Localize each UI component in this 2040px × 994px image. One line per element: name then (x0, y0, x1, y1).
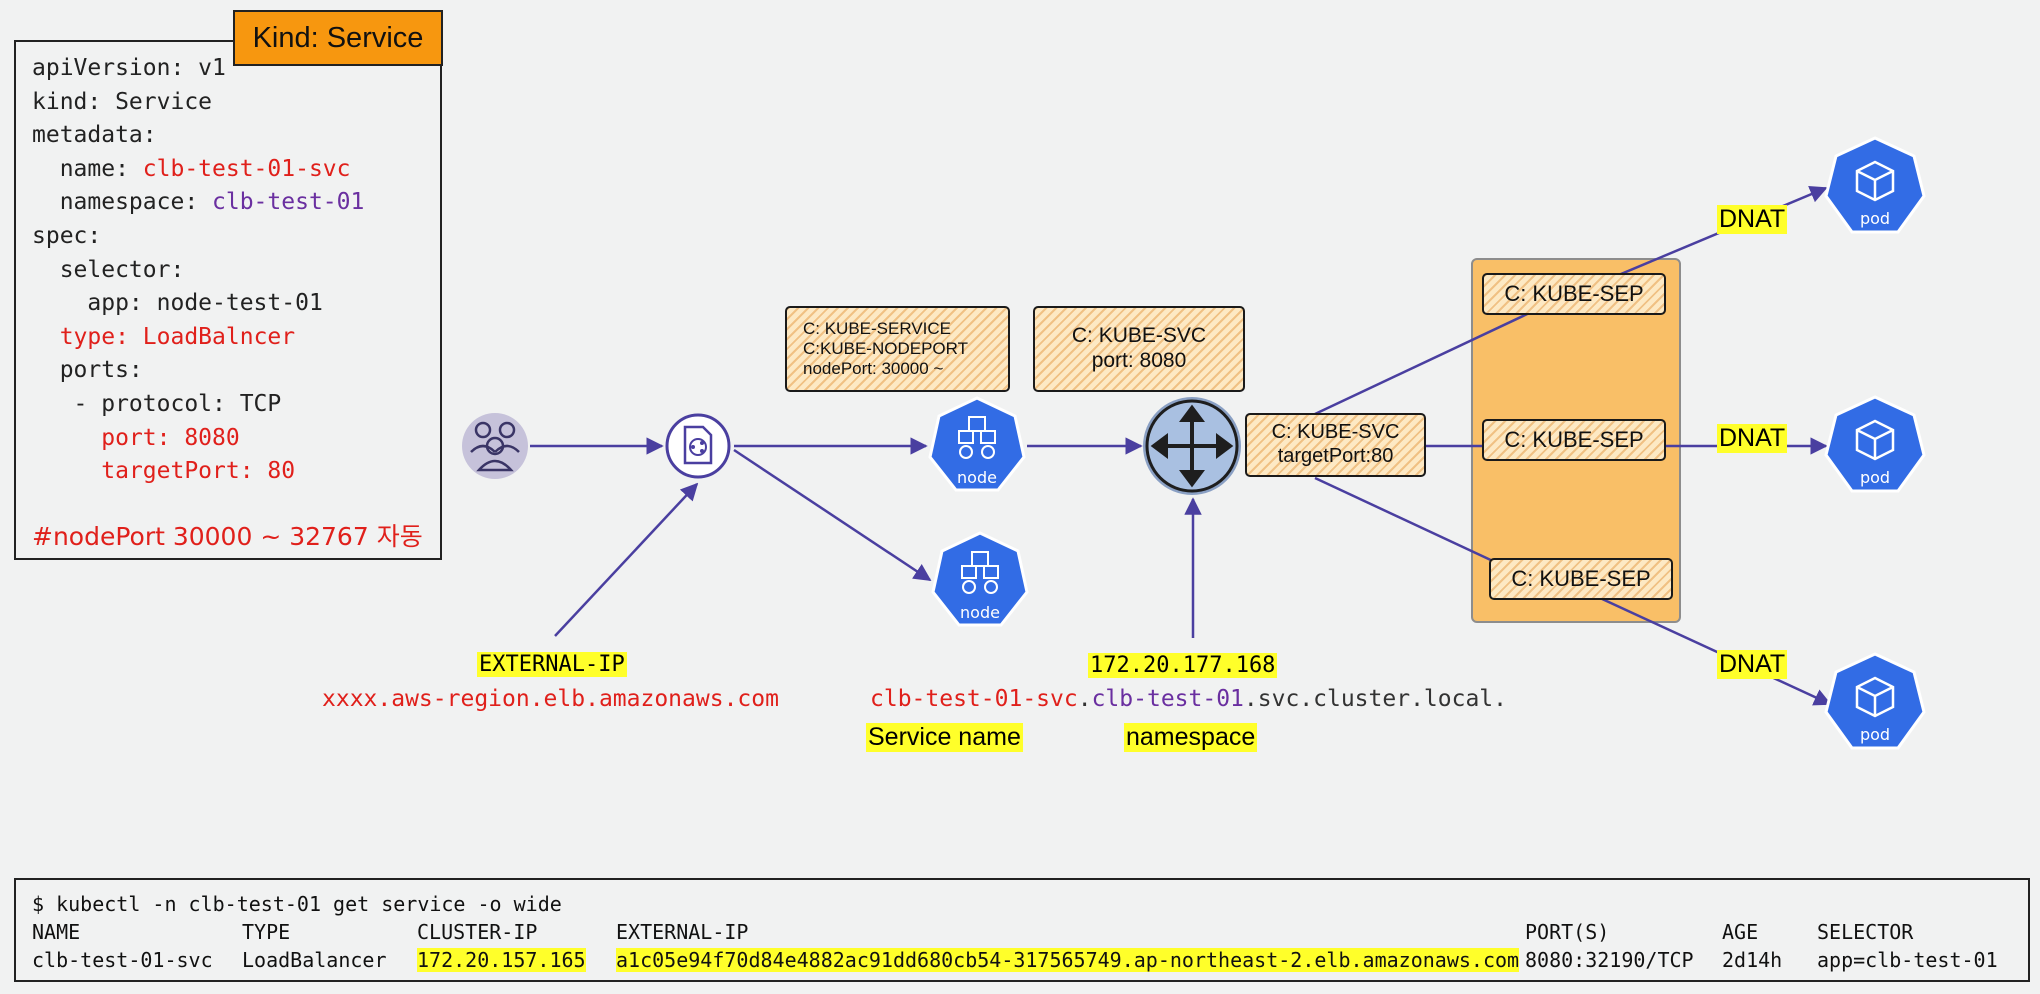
kube-proxy-router-icon (1143, 397, 1241, 495)
dnat-label-2: DNAT (1717, 424, 1788, 453)
yaml-code: apiVersion: v1 kind: Service metadata: n… (32, 52, 364, 489)
header-name: NAME (32, 920, 81, 944)
yaml-line: ports: (32, 357, 143, 384)
yaml-line: metadata: (32, 122, 157, 149)
row-name: clb-test-01-svc (32, 948, 213, 972)
pod-label-2: pod (1860, 468, 1890, 487)
arrow-lb-to-node2 (733, 448, 932, 582)
users-icon (462, 413, 528, 479)
yaml-line: port: 8080 (101, 424, 240, 451)
node-icon-2 (931, 531, 1029, 627)
row-type: LoadBalancer (242, 948, 387, 972)
row-selector: app=clb-test-01 (1817, 948, 1998, 972)
kube-svc-port-box: C: KUBE-SVC port: 8080 (1033, 306, 1245, 392)
yaml-line: name: clb-test-01-svc (32, 155, 351, 182)
arrow-external-to-lb (554, 482, 699, 637)
row-cluster-ip: 172.20.157.165 (417, 948, 586, 972)
pod-icon-3 (1824, 652, 1926, 750)
kube-service-nodeport-box: C: KUBE-SERVICE C:KUBE-NODEPORT nodePort… (785, 306, 1010, 392)
yaml-line: spec: (32, 222, 102, 249)
yaml-manifest-panel: apiVersion: v1 kind: Service metadata: n… (14, 40, 442, 560)
header-age: AGE (1722, 920, 1759, 944)
service-dns-name: clb-test-01-svc.clb-test-01.svc.cluster.… (870, 686, 1508, 712)
node-label-1: node (957, 468, 997, 487)
kube-sep-box-2: C: KUBE-SEP (1482, 419, 1666, 461)
node-label-2: node (960, 603, 1000, 622)
header-ports: PORT(S) (1525, 920, 1610, 944)
row-age: 2d14h (1722, 948, 1783, 972)
row-external-ip: a1c05e94f70d84e4882ac91dd680cb54-3175657… (616, 948, 1520, 972)
kube-sep-box-1: C: KUBE-SEP (1482, 273, 1666, 315)
namespace-label: namespace (1124, 723, 1258, 752)
external-hostname: xxxx.aws-region.elb.amazonaws.com (322, 686, 779, 712)
pod-icon-2 (1824, 395, 1926, 493)
yaml-line: targetPort: 80 (101, 458, 296, 485)
kube-svc-targetport-box: C: KUBE-SVC targetPort:80 (1245, 413, 1426, 477)
load-balancer-icon (665, 413, 731, 479)
service-name-label: Service name (866, 723, 1023, 752)
kubectl-output-panel: $ kubectl -n clb-test-01 get service -o … (14, 878, 2030, 982)
yaml-line: kind: Service (32, 88, 213, 115)
node-icon-1 (928, 396, 1026, 492)
cluster-ip-label: 172.20.177.168 (1088, 653, 1278, 678)
pod-icon-1 (1824, 136, 1926, 234)
dnat-label-1: DNAT (1717, 205, 1788, 234)
yaml-line: - protocol: TCP (32, 390, 282, 417)
pod-label-1: pod (1860, 209, 1890, 228)
kubectl-command: $ kubectl -n clb-test-01 get service -o … (32, 892, 562, 916)
line-svc-to-sep-bottom (1314, 476, 1496, 564)
header-type: TYPE (242, 920, 291, 944)
dnat-label-3: DNAT (1717, 650, 1788, 679)
yaml-line: apiVersion: v1 (32, 55, 226, 81)
header-external-ip: EXTERNAL-IP (616, 920, 749, 944)
yaml-line: type: LoadBalncer (59, 323, 296, 350)
yaml-line: app: node-test-01 (32, 290, 323, 317)
kind-service-label: Kind: Service (233, 10, 443, 66)
external-ip-label: EXTERNAL-IP (477, 652, 627, 677)
yaml-line: namespace: clb-test-01 (32, 189, 365, 216)
pod-label-3: pod (1860, 725, 1890, 744)
row-ports: 8080:32190/TCP (1525, 948, 1694, 972)
line-svc-to-sep-top (1314, 306, 1541, 416)
header-selector: SELECTOR (1817, 920, 1914, 944)
header-cluster-ip: CLUSTER-IP (417, 920, 538, 944)
arrow-sep-bottom-to-pod (1599, 596, 1832, 706)
nodeport-note: #nodePort 30000 ~ 32767 자동 (32, 522, 423, 551)
yaml-line: selector: (32, 256, 185, 283)
kube-sep-box-3: C: KUBE-SEP (1489, 558, 1673, 600)
